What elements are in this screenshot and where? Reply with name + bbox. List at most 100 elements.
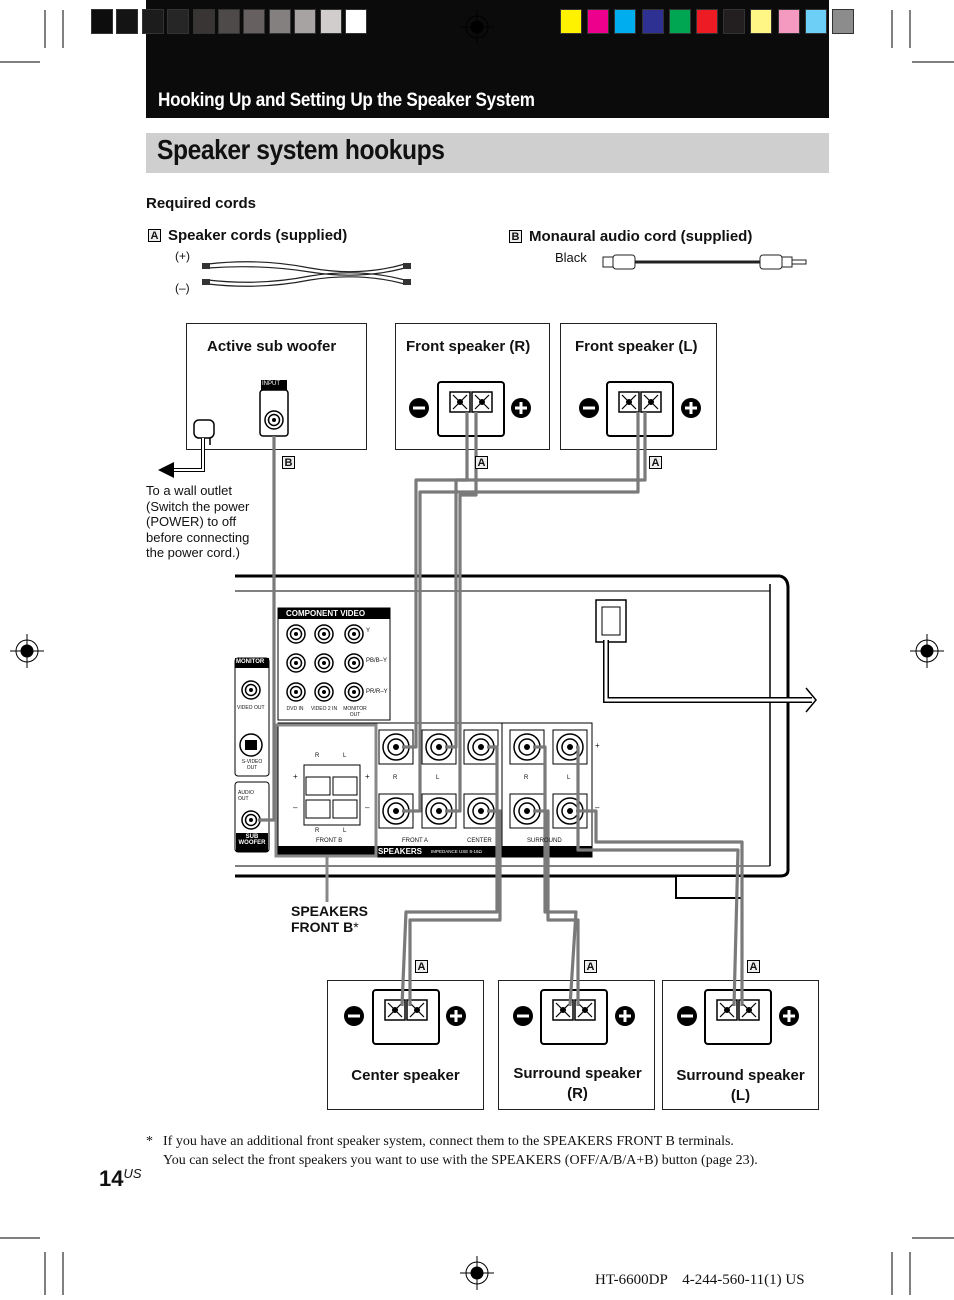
color-swatch [723,9,746,34]
gray-swatch [345,9,367,34]
sub-input-label: INPUT [262,381,280,387]
speaker-cord-illustration [202,261,411,287]
color-swatch [668,9,691,34]
y-label: Y [366,628,371,634]
wall-outlet-note: To a wall outlet (Switch the power (POWE… [146,483,250,560]
pr-label: PR/R–Y [366,689,388,695]
receiver-chassis [234,574,817,899]
center-label: CENTER [467,838,492,844]
cable-tag-a-center: A [415,960,428,973]
gray-swatch [91,9,113,34]
pb-label: PB/B–Y [366,658,388,664]
cable-tag-a-front-l: A [649,456,662,469]
registration-mark-left [10,634,44,668]
front-b-r-top: R [315,753,320,759]
color-swatch [804,9,827,34]
gray-swatch [116,9,139,34]
monaural-cord-illustration [602,254,807,270]
minus-label: (–) [175,281,190,295]
front-b-l-bottom: L [343,828,347,834]
cable-tag-a-surround-l: A [747,960,760,973]
front-a-r-label: R [393,775,398,781]
cable-tag-a-surround-r: A [584,960,597,973]
color-swatch [641,9,664,34]
gray-swatch [167,9,190,34]
registration-mark-top [460,10,494,44]
page-number-suffix: US [123,1166,142,1181]
page-number-value: 14 [99,1166,124,1191]
center-speaker-label: Center speaker [351,1067,460,1084]
monaural-cord-label: Monaural audio cord (supplied) [529,228,753,245]
terminal-plus: + [595,741,600,750]
gray-swatch [243,9,266,34]
front-b-minus-right: – [365,803,370,812]
speakers-front-b-text: SPEAKERS FRONT B [291,903,369,935]
terminal-minus: – [595,803,600,812]
surround-label: SURROUND [527,838,562,844]
color-swatch [587,9,610,34]
speakers-label: SPEAKERS [378,847,423,856]
surround-r-label: R [524,775,529,781]
impedance-label: IMPEDANCE USE 8-16Ω [431,849,482,854]
surround-speaker-l-terminal [677,989,799,1045]
audio-out-label: AUDIO OUT [238,790,254,802]
footnote-line-1: If you have an additional front speaker … [163,1134,734,1149]
color-swatch [832,9,854,34]
tag-a: A [148,229,161,242]
color-swatch [614,9,637,34]
registration-mark-bottom [460,1256,494,1290]
front-speaker-l-terminal [579,381,701,437]
video-out-label: VIDEO OUT [237,705,265,711]
monitor-out-label: MONITOR OUT [343,706,367,718]
center-speaker-terminal [344,989,466,1045]
monitor-label: MONITOR [236,659,265,665]
cable-tag-b: B [282,456,295,469]
front-b-l-top: L [343,753,347,759]
color-swatch [696,9,718,34]
black-label: Black [555,250,587,265]
page-title: Speaker system hookups [157,134,445,165]
front-speaker-l-label: Front speaker (L) [575,338,698,355]
speaker-cords-label: Speaker cords (supplied) [168,227,348,244]
gray-swatch [319,9,342,34]
speaker-cables [258,412,744,1007]
surround-speaker-r-label: Surround speaker (R) [513,1065,642,1102]
video2-in-label: VIDEO 2 IN [310,706,338,712]
color-swatch [560,9,582,34]
front-b-r-bottom: R [315,828,320,834]
gray-swatch [268,9,291,34]
gray-swatch [218,9,240,34]
gray-swatch [141,9,164,34]
footnote-asterisk: * [146,1134,153,1149]
sub-woofer-port-label: SUB WOOFER [238,834,266,846]
footnote-line-2: You can select the front speakers you wa… [163,1153,758,1168]
front-b-label: FRONT B [316,838,343,844]
speakers-front-b-callout: SPEAKERS FRONT B* [291,903,386,935]
section-title: Hooking Up and Setting Up the Speaker Sy… [158,90,535,111]
sub-woofer-label: Active sub woofer [207,338,337,355]
s-video-out-label: S-VIDEO OUT [241,759,263,771]
front-speaker-r-terminal [409,381,531,437]
surround-l-label: L [567,775,571,781]
front-a-l-label: L [436,775,440,781]
required-cords-heading: Required cords [146,195,257,212]
front-b-minus-left: – [293,803,298,812]
page-number: 14US [99,1166,142,1192]
front-b-plus-left: + [293,772,298,781]
cable-tag-a-front-r: A [475,456,488,469]
title-bar [146,133,829,173]
tag-b: B [509,230,522,243]
color-swatch [777,9,800,34]
gray-swatch [192,9,215,34]
surround-speaker-l-label: Surround speaker (L) [676,1067,805,1104]
surround-speaker-r-terminal [513,989,635,1045]
front-a-label: FRONT A [402,838,428,844]
registration-mark-right [910,634,944,668]
gray-swatch [294,9,317,34]
component-video-label: COMPONENT VIDEO [286,609,366,618]
speakers-front-b-asterisk: * [353,919,359,935]
front-speaker-r-label: Front speaker (R) [406,338,531,355]
front-b-plus-right: + [365,772,370,781]
